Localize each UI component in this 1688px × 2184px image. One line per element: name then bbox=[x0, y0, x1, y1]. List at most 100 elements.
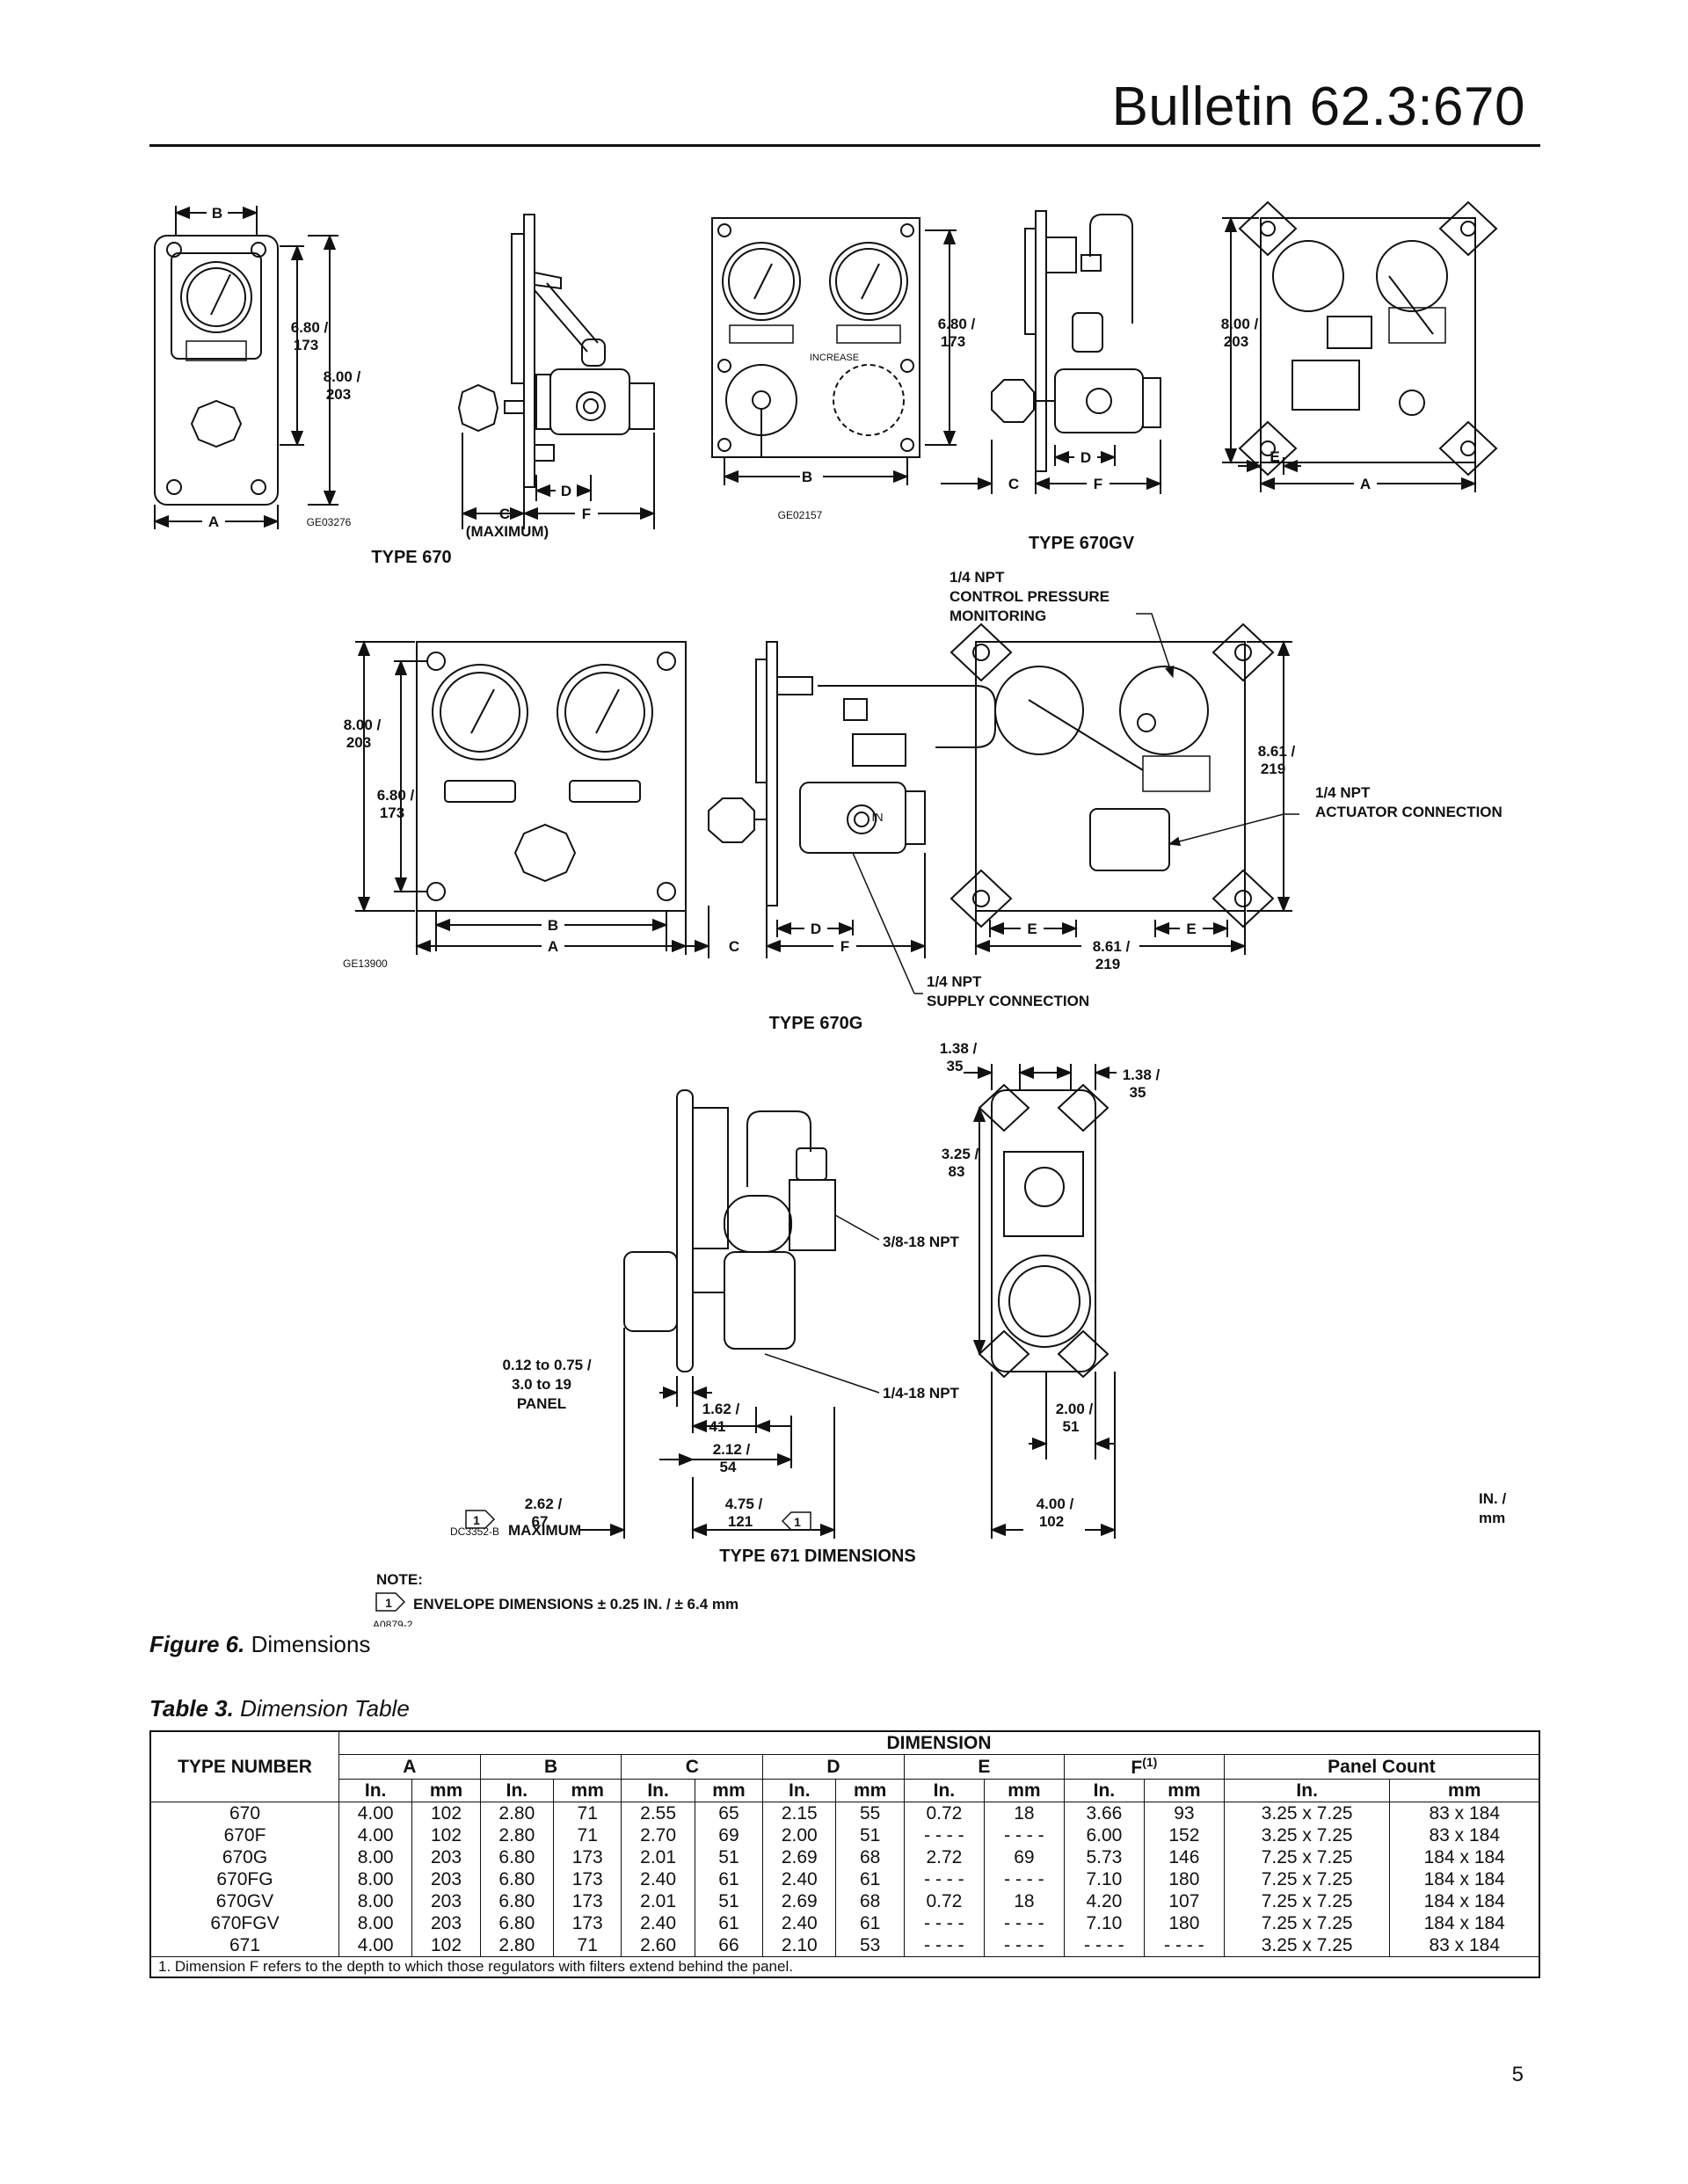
dimension-cell: 69 bbox=[694, 1824, 764, 1846]
dimension-cell: 4.20 bbox=[1063, 1890, 1145, 1912]
header-type-number: TYPE NUMBER bbox=[149, 1730, 339, 1802]
dimension-cell: 6.80 bbox=[479, 1890, 555, 1912]
dimension-cell: 2.80 bbox=[479, 1802, 555, 1824]
dimension-cell: 61 bbox=[694, 1868, 764, 1890]
dimension-cell: 173 bbox=[553, 1890, 622, 1912]
header-unit: mm bbox=[983, 1779, 1065, 1802]
note-text: ENVELOPE DIMENSIONS ± 0.25 IN. / ± 6.4 m… bbox=[413, 1596, 738, 1613]
header-unit: mm bbox=[1389, 1779, 1540, 1802]
dimension-cell: 2.80 bbox=[479, 1934, 555, 1957]
header-unit: In. bbox=[479, 1779, 555, 1802]
dimension-cell: 65 bbox=[694, 1802, 764, 1824]
header-unit: mm bbox=[694, 1779, 764, 1802]
figure-caption-label: Figure 6. bbox=[149, 1631, 245, 1657]
title-type-670gv: TYPE 670GV bbox=[1029, 534, 1135, 553]
code-dc3352: DC3352-B bbox=[450, 1525, 499, 1538]
dimension-cell: 4.00 bbox=[338, 1934, 413, 1957]
units-mm: mm bbox=[1479, 1510, 1505, 1526]
dimension-cell: 180 bbox=[1143, 1868, 1225, 1890]
header-unit: In. bbox=[1223, 1779, 1391, 1802]
dimension-cell: 173 bbox=[553, 1912, 622, 1934]
dimension-cell: 2.55 bbox=[621, 1802, 695, 1824]
dimension-cell: 180 bbox=[1143, 1912, 1225, 1934]
callout-control-3: MONITORING bbox=[950, 608, 1046, 624]
figure-caption-text: Dimensions bbox=[251, 1631, 371, 1657]
dimension-cell: 7.25 x 7.25 bbox=[1223, 1890, 1391, 1912]
units-in: IN. / bbox=[1479, 1490, 1506, 1507]
label-a-670gv: A bbox=[1360, 476, 1371, 492]
dimension-cell: 61 bbox=[694, 1912, 764, 1934]
dimension-cell: 203 bbox=[411, 1846, 481, 1868]
table-caption-label: Table 3. bbox=[149, 1695, 234, 1722]
code-ge02157: GE02157 bbox=[778, 509, 823, 521]
dimension-cell: 203 bbox=[411, 1868, 481, 1890]
title-type-671: TYPE 671 DIMENSIONS bbox=[719, 1547, 915, 1566]
header-group-label: Panel Count bbox=[1328, 1756, 1436, 1777]
dim-475-mm: 121 bbox=[728, 1513, 753, 1530]
type-671-side-view bbox=[465, 1089, 880, 1539]
callout-supply-1: 1/4 NPT bbox=[927, 973, 982, 990]
callout-npt14: 1/4-18 NPT bbox=[883, 1385, 960, 1401]
dimension-cell: 2.10 bbox=[762, 1934, 837, 1957]
footnote-ref: (1) bbox=[1142, 1755, 1158, 1769]
dim-400-mm: 102 bbox=[1039, 1513, 1064, 1530]
dimension-cell: 68 bbox=[835, 1890, 905, 1912]
figure-caption: Figure 6. Dimensions bbox=[149, 1631, 370, 1658]
dimension-cell: 3.25 x 7.25 bbox=[1223, 1802, 1391, 1824]
label-c-670g: C bbox=[729, 938, 739, 955]
dim-200-mm: 51 bbox=[1063, 1418, 1080, 1435]
dimension-cell: 2.40 bbox=[621, 1912, 695, 1934]
header-group-panel-count: Panel Count bbox=[1223, 1754, 1540, 1780]
dimension-cell: 68 bbox=[835, 1846, 905, 1868]
dimension-cell: 83 x 184 bbox=[1389, 1824, 1540, 1846]
dimension-cell: 6.80 bbox=[479, 1846, 555, 1868]
dimension-cell: 7.10 bbox=[1063, 1868, 1145, 1890]
type-number-cell: 670FG bbox=[149, 1868, 339, 1890]
header-unit: In. bbox=[903, 1779, 985, 1802]
header-unit: mm bbox=[1143, 1779, 1225, 1802]
dimension-cell: 102 bbox=[411, 1934, 481, 1957]
dimension-cell: 3.25 x 7.25 bbox=[1223, 1824, 1391, 1846]
note-num-475: 1 bbox=[794, 1515, 801, 1529]
label-a-670g: A bbox=[548, 938, 558, 955]
dimension-cell: 69 bbox=[983, 1846, 1065, 1868]
header-unit: In. bbox=[762, 1779, 837, 1802]
dimension-cell: - - - - bbox=[903, 1912, 985, 1934]
dimension-cell: 2.15 bbox=[762, 1802, 837, 1824]
dimension-cell: 2.40 bbox=[762, 1912, 837, 1934]
dimension-cell: 152 bbox=[1143, 1824, 1225, 1846]
header-unit: mm bbox=[411, 1779, 481, 1802]
dimension-cell: 55 bbox=[835, 1802, 905, 1824]
dimension-cell: 184 x 184 bbox=[1389, 1890, 1540, 1912]
dimension-cell: 8.00 bbox=[338, 1846, 413, 1868]
dimension-cell: 53 bbox=[835, 1934, 905, 1957]
dimension-cell: 3.25 x 7.25 bbox=[1223, 1934, 1391, 1957]
dim-262-in: 2.62 / bbox=[525, 1496, 563, 1512]
callout-control-1: 1/4 NPT bbox=[950, 569, 1005, 586]
dimension-cell: 7.25 x 7.25 bbox=[1223, 1846, 1391, 1868]
note-num: 1 bbox=[385, 1596, 392, 1610]
label-d-670: D bbox=[561, 483, 571, 499]
dimension-cell: 203 bbox=[411, 1890, 481, 1912]
dim-panel-1: 0.12 to 0.75 / bbox=[502, 1357, 591, 1373]
dim-800-in-670g: 8.00 / bbox=[344, 717, 382, 733]
dim-800-mm-670gv: 203 bbox=[1224, 333, 1248, 350]
header-dimension: DIMENSION bbox=[338, 1730, 1540, 1755]
dimension-cell: - - - - bbox=[983, 1912, 1065, 1934]
dimension-cell: 4.00 bbox=[338, 1824, 413, 1846]
bulletin-title: Bulletin 62.3:670 bbox=[1111, 76, 1525, 137]
header-group-label: E bbox=[978, 1756, 991, 1777]
dimension-cell: 18 bbox=[983, 1890, 1065, 1912]
code-ge03276: GE03276 bbox=[307, 516, 352, 528]
note-num-672: 1 bbox=[473, 1513, 480, 1527]
dim-680-mm-670: 173 bbox=[294, 337, 318, 353]
dim-800-in-670gv: 8.00 / bbox=[1221, 316, 1259, 332]
callout-control-2: CONTROL PRESSURE bbox=[950, 588, 1110, 605]
header-group-f: F(1) bbox=[1063, 1754, 1225, 1780]
type-670-front-view bbox=[153, 202, 338, 531]
dimension-cell: 6.00 bbox=[1063, 1824, 1145, 1846]
